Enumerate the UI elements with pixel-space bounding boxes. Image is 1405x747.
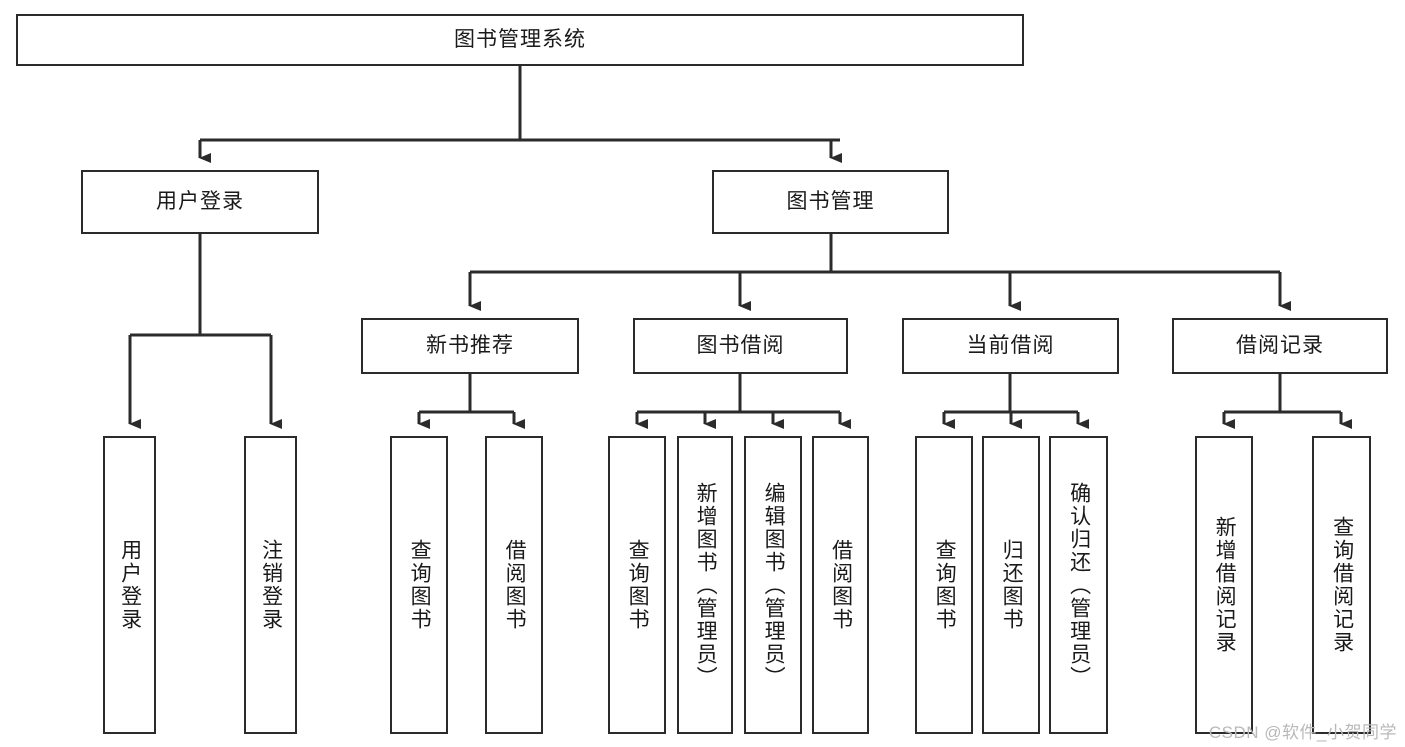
node-new-book-rec-label: 新书推荐 (426, 334, 514, 358)
node-book-manage-label: 图书管理 (786, 190, 875, 214)
node-leaf-query-book-3[interactable]: 查询图书 (915, 436, 973, 734)
node-leaf-query-record-label: 查询借阅记录 (1330, 516, 1354, 654)
node-leaf-add-record[interactable]: 新增借阅记录 (1195, 436, 1253, 734)
node-leaf-user-login[interactable]: 用户登录 (103, 436, 156, 734)
node-leaf-return-book-label: 归还图书 (1000, 539, 1024, 631)
node-leaf-confirm-return[interactable]: 确认归还（管理员） (1049, 436, 1108, 734)
node-borrow-record-label: 借阅记录 (1236, 334, 1324, 358)
node-leaf-return-book[interactable]: 归还图书 (982, 436, 1040, 734)
node-leaf-add-book[interactable]: 新增图书（管理员） (677, 436, 733, 734)
node-leaf-query-book-3-label: 查询图书 (933, 539, 957, 631)
node-leaf-logout-label: 注销登录 (259, 539, 283, 631)
node-leaf-borrow-book-1[interactable]: 借阅图书 (485, 436, 543, 734)
node-root-label: 图书管理系统 (454, 28, 586, 52)
node-current-borrow[interactable]: 当前借阅 (902, 318, 1119, 374)
node-leaf-logout[interactable]: 注销登录 (244, 436, 297, 734)
node-book-manage[interactable]: 图书管理 (712, 170, 949, 234)
node-user-login[interactable]: 用户登录 (81, 170, 319, 234)
node-book-borrow-label: 图书借阅 (696, 334, 785, 358)
node-leaf-query-book-2-label: 查询图书 (626, 539, 650, 631)
node-leaf-confirm-return-label: 确认归还（管理员） (1067, 481, 1091, 689)
node-current-borrow-label: 当前借阅 (966, 334, 1055, 358)
csdn-watermark: CSDN @软件_小贺同学 (1208, 723, 1397, 742)
node-leaf-borrow-book-2-label: 借阅图书 (829, 539, 853, 631)
node-leaf-edit-book[interactable]: 编辑图书（管理员） (744, 436, 802, 734)
node-leaf-user-login-label: 用户登录 (118, 539, 142, 631)
node-user-login-label: 用户登录 (156, 190, 244, 214)
node-leaf-query-record[interactable]: 查询借阅记录 (1312, 436, 1371, 734)
node-leaf-borrow-book-1-label: 借阅图书 (503, 539, 527, 631)
node-root[interactable]: 图书管理系统 (16, 14, 1024, 66)
node-leaf-add-book-label: 新增图书（管理员） (694, 481, 718, 689)
node-leaf-query-book-1-label: 查询图书 (408, 539, 432, 631)
node-leaf-edit-book-label: 编辑图书（管理员） (762, 481, 786, 689)
node-borrow-record[interactable]: 借阅记录 (1172, 318, 1388, 374)
node-leaf-add-record-label: 新增借阅记录 (1213, 516, 1237, 654)
node-leaf-query-book-1[interactable]: 查询图书 (390, 436, 448, 734)
node-new-book-rec[interactable]: 新书推荐 (361, 318, 579, 374)
node-leaf-query-book-2[interactable]: 查询图书 (608, 436, 666, 734)
node-book-borrow[interactable]: 图书借阅 (633, 318, 848, 374)
node-leaf-borrow-book-2[interactable]: 借阅图书 (812, 436, 869, 734)
